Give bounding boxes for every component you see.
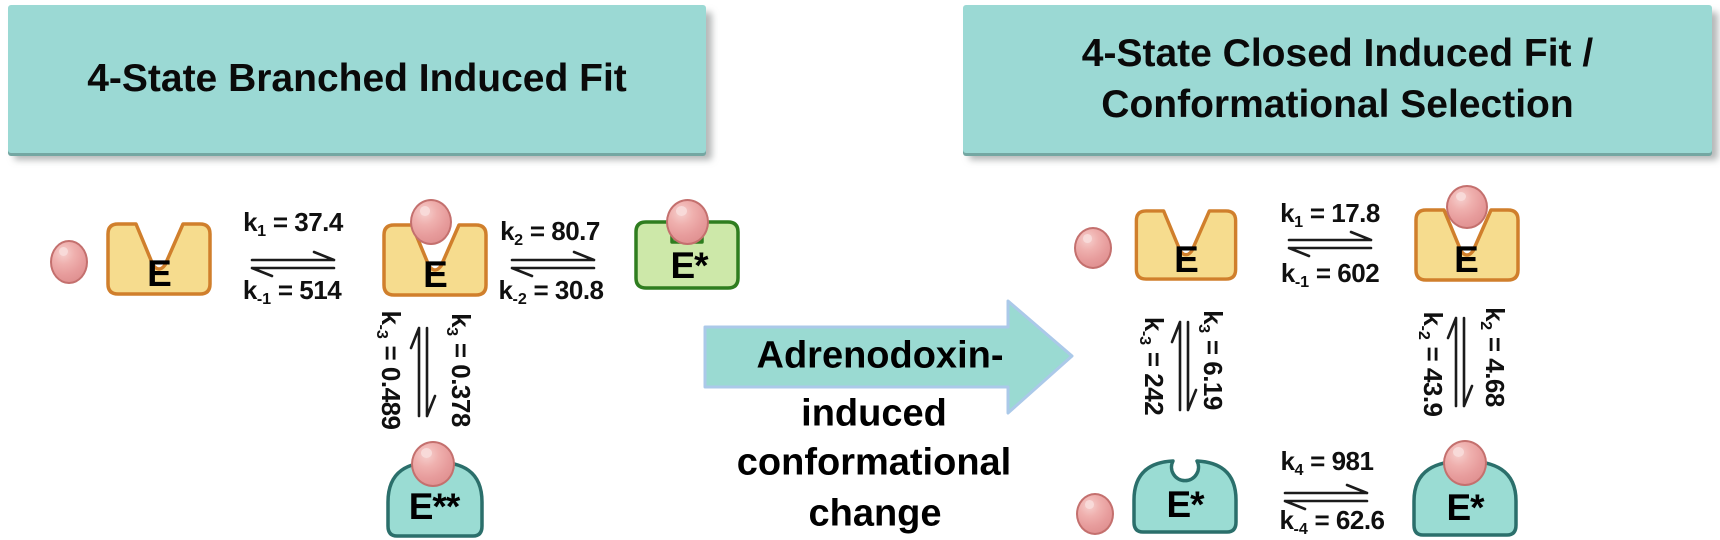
dome-enzyme-shape [1412,459,1518,537]
harpoon-arrows-icon [1287,230,1373,258]
v-notch-enzyme-shape [106,222,212,296]
equilibrium-arrows-k1-right [1285,229,1375,264]
equilibrium-arrows-k4-right [1281,482,1371,517]
ligand-ball [50,240,88,284]
enzyme-E-open-right: E [1132,209,1240,281]
square-notch-enzyme-shape [634,220,740,290]
rate-label-k-4-right: k-4 = 62.6 [1279,505,1385,538]
equilibrium-arrows-k3 [408,324,438,425]
transition-label-line2: induced [801,392,947,435]
ligand-ball [410,199,452,245]
v-notch-enzyme-shape [1134,209,1238,281]
harpoon-arrows-icon [1283,483,1369,511]
ligand-ball [1076,493,1114,535]
v-notch-enzyme-shape [382,223,488,297]
right-title-box: 4-State Closed Induced Fit / Conformatio… [963,5,1712,153]
vertical-harpoon-arrows-icon [1446,316,1474,408]
dome-enzyme-shape [386,460,484,538]
enzyme-E-star-bound-right: E* [1412,457,1518,537]
enzyme-E-star: E* [634,220,740,290]
enzyme-label: E* [1166,484,1204,525]
vertical-harpoon-arrows-icon [1170,320,1198,412]
harpoon-arrows-icon [510,250,596,278]
enzyme-label: E [423,254,448,295]
vertical-harpoon-arrows-icon [409,326,437,418]
adrenodoxin-arrow [698,292,1078,422]
enzyme-E-open: E [106,222,212,296]
enzyme-label: E [147,253,172,294]
enzyme-label: E* [1446,487,1484,528]
enzyme-E-encounter: E [382,223,488,297]
right-title-line2: Conformational Selection [1101,83,1574,126]
rate-label-k-3-right: k-3 = 242 [1136,316,1169,416]
rate-label-k-3: k-3 = 0.489 [373,310,406,430]
right-title-line1: 4-State Closed Induced Fit / [1081,31,1594,75]
ligand-ball [1446,185,1488,229]
transition-label-line3: conformational [736,441,1012,484]
left-title-box: 4-State Branched Induced Fit [8,5,706,153]
v-notch-enzyme-shape [1414,208,1520,282]
enzyme-label: E [1454,239,1479,280]
rate-label-k3: k3 = 0.378 [443,313,476,427]
enzyme-label: E* [670,245,708,286]
rate-label-k3-right: k3 = 6.19 [1195,310,1228,410]
enzyme-E-closed-right: E [1412,208,1522,282]
ligand-ball [1443,440,1487,486]
enzyme-label: E** [408,486,460,527]
equilibrium-arrows-k2 [508,249,598,284]
rate-label-k1: k1 = 37.4 [243,207,343,240]
enzyme-E-star-open-right: E* [1132,456,1238,534]
rate-label-k1-right: k1 = 17.8 [1280,198,1380,231]
rate-label-k-2-right: k-2 = 43.9 [1415,311,1448,417]
transition-label-line4: change [808,492,942,535]
equilibrium-arrows-k3-right [1169,318,1199,419]
right-title-text: 4-State Closed Induced Fit / Conformatio… [1082,28,1593,131]
rate-label-k4-right: k4 = 981 [1280,446,1374,479]
big-right-arrow-icon [703,299,1074,415]
rate-label-k2: k2 = 80.7 [500,216,600,249]
left-title-text: 4-State Branched Induced Fit [87,57,627,101]
rate-label-k2-right: k2 = 4.68 [1477,307,1510,407]
enzyme-E-double-star: E** [386,458,484,538]
enzyme-label: E [1174,239,1199,280]
harpoon-arrows-icon [250,250,336,278]
ligand-ball [666,199,709,245]
rate-label-k-1-right: k-1 = 602 [1280,258,1380,291]
rate-label-k-2: k-2 = 30.8 [498,275,604,308]
equilibrium-arrows-k2-right [1445,314,1475,415]
notched-dome-enzyme-shape [1132,459,1238,534]
ligand-ball [411,441,455,487]
ligand-ball [1074,227,1112,269]
transition-label-line1: Adrenodoxin- [756,334,1004,377]
rate-label-k-1: k-1 = 514 [242,275,342,308]
equilibrium-arrows-k1 [248,249,338,284]
